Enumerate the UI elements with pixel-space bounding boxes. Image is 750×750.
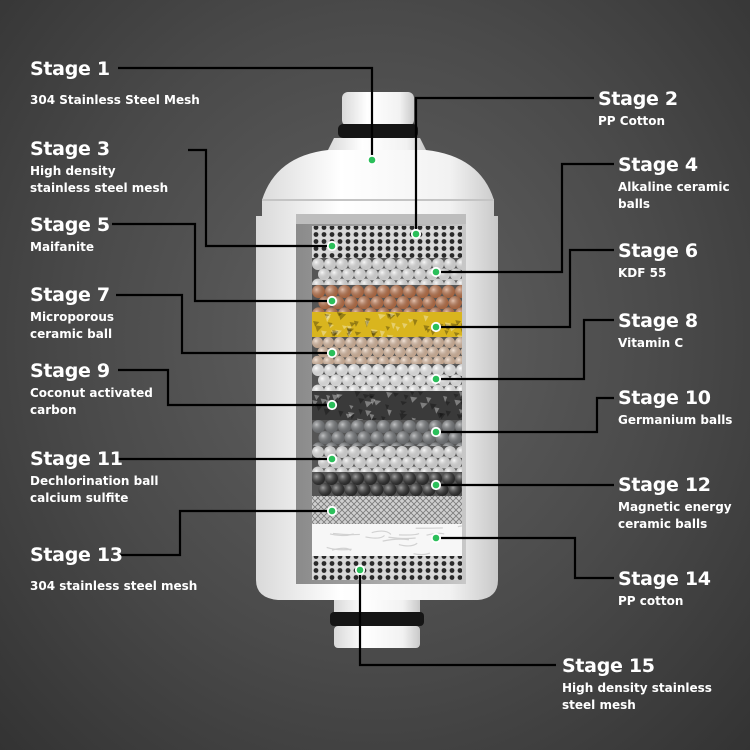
stage-description: Maifanite bbox=[30, 239, 110, 256]
stage-title: Stage 15 bbox=[562, 655, 712, 677]
stage-label-1: Stage 1 304 Stainless Steel Mesh bbox=[30, 58, 200, 109]
stage-description: 304 Stainless Steel Mesh bbox=[30, 92, 200, 109]
stage-description: PP Cotton bbox=[598, 113, 678, 130]
marker-stage-1 bbox=[368, 156, 376, 164]
bottom-nozzle bbox=[330, 596, 424, 648]
stage-description: calcium sulfite bbox=[30, 490, 159, 507]
marker-stage-10 bbox=[432, 428, 440, 436]
stage-title: Stage 14 bbox=[618, 568, 711, 590]
stage-label-13: Stage 13 304 stainless steel mesh bbox=[30, 544, 197, 595]
stage-title: Stage 8 bbox=[618, 310, 698, 332]
marker-stage-8 bbox=[432, 375, 440, 383]
stage-description: carbon bbox=[30, 402, 153, 419]
stage-description: Coconut activated bbox=[30, 385, 153, 402]
stage-title: Stage 11 bbox=[30, 448, 159, 470]
stage-description: PP cotton bbox=[618, 593, 711, 610]
stage-description: ceramic ball bbox=[30, 326, 114, 343]
stage-description: ceramic balls bbox=[618, 516, 732, 533]
media-layer-12 bbox=[312, 524, 480, 556]
marker-stage-9 bbox=[328, 401, 336, 409]
stage-label-10: Stage 10 Germanium balls bbox=[618, 387, 732, 429]
stage-title: Stage 9 bbox=[30, 360, 153, 382]
stage-label-2: Stage 2 PP Cotton bbox=[598, 88, 678, 130]
stage-label-14: Stage 14 PP cotton bbox=[618, 568, 711, 610]
stage-description: Alkaline ceramic bbox=[618, 179, 730, 196]
stage-label-5: Stage 5 Maifanite bbox=[30, 214, 110, 256]
marker-stage-15 bbox=[356, 566, 364, 574]
stage-title: Stage 12 bbox=[618, 474, 732, 496]
marker-stage-7 bbox=[328, 349, 336, 357]
stage-title: Stage 6 bbox=[618, 240, 698, 262]
stage-title: Stage 13 bbox=[30, 544, 197, 566]
filter-media-layers bbox=[312, 226, 480, 580]
stage-title: Stage 2 bbox=[598, 88, 678, 110]
marker-stage-5 bbox=[328, 297, 336, 305]
stage-description: Magnetic energy bbox=[618, 499, 732, 516]
marker-stage-11 bbox=[328, 455, 336, 463]
marker-stage-13 bbox=[328, 507, 336, 515]
stage-description: Dechlorination ball bbox=[30, 473, 159, 490]
stage-description: Germanium balls bbox=[618, 412, 732, 429]
marker-stage-3 bbox=[328, 242, 336, 250]
stage-description: Vitamin C bbox=[618, 335, 698, 352]
top-nozzle bbox=[328, 92, 426, 150]
marker-stage-4 bbox=[432, 268, 440, 276]
stage-description: Microporous bbox=[30, 309, 114, 326]
stage-description: High density stainless bbox=[562, 680, 712, 697]
stage-description: KDF 55 bbox=[618, 265, 698, 282]
stage-description: steel mesh bbox=[562, 697, 712, 714]
media-layer-13 bbox=[312, 556, 462, 580]
stage-description: stainless steel mesh bbox=[30, 180, 168, 197]
marker-stage-14 bbox=[432, 534, 440, 542]
stage-description: balls bbox=[618, 196, 730, 213]
stage-description: High density bbox=[30, 163, 168, 180]
stage-title: Stage 10 bbox=[618, 387, 732, 409]
stage-title: Stage 3 bbox=[30, 138, 168, 160]
stage-title: Stage 1 bbox=[30, 58, 200, 80]
marker-stage-12 bbox=[432, 481, 440, 489]
stage-label-6: Stage 6 KDF 55 bbox=[618, 240, 698, 282]
stage-label-8: Stage 8 Vitamin C bbox=[618, 310, 698, 352]
marker-stage-6 bbox=[432, 323, 440, 331]
marker-stage-2 bbox=[412, 230, 420, 238]
stage-title: Stage 4 bbox=[618, 154, 730, 176]
stage-description: 304 stainless steel mesh bbox=[30, 578, 197, 595]
stage-title: Stage 5 bbox=[30, 214, 110, 236]
stage-title: Stage 7 bbox=[30, 284, 114, 306]
